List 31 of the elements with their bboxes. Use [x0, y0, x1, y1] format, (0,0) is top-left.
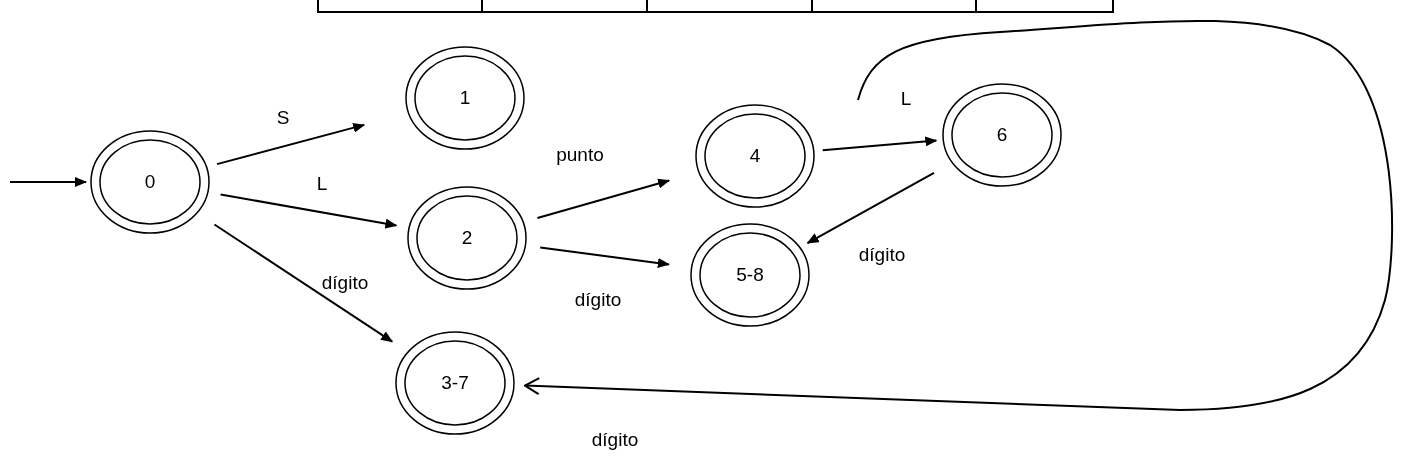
edge-label: S [276, 105, 290, 130]
edge-label: L [316, 171, 328, 196]
state-label: 2 [461, 225, 473, 250]
state-label: 3-7 [441, 370, 469, 395]
edge-label: dígito [321, 270, 369, 295]
state-label: 1 [459, 85, 471, 110]
edge-label: dígito [591, 427, 639, 452]
edge-label: dígito [858, 242, 906, 267]
edge-label: dígito [574, 287, 622, 312]
state-circle [690, 223, 810, 327]
arrow [821, 136, 938, 152]
arrow [216, 122, 366, 166]
state-label: 0 [144, 169, 156, 194]
arrow [536, 178, 671, 219]
edge-label: L [900, 86, 912, 111]
arrow [539, 246, 670, 268]
state-circle [405, 46, 525, 150]
state-label: 4 [749, 143, 761, 168]
state-label: 6 [996, 122, 1008, 147]
arrow [806, 171, 935, 245]
arrow [219, 193, 398, 229]
state-circle [395, 331, 515, 435]
state-label: 5-8 [736, 262, 764, 287]
state-circle [942, 83, 1062, 187]
state-circle [90, 130, 210, 234]
arrow [213, 223, 394, 343]
state-circle [695, 104, 815, 208]
arrow [9, 177, 87, 187]
state-circle [407, 186, 527, 290]
arrow [523, 19, 1394, 411]
edge-label: punto [556, 142, 604, 167]
